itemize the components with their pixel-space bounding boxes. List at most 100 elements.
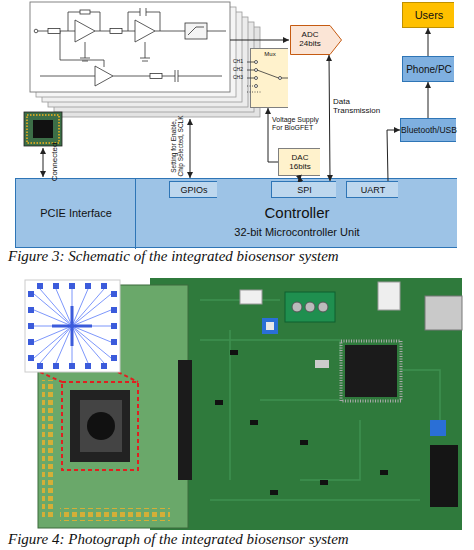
mux-switch [255, 85, 258, 88]
push-button [266, 322, 274, 330]
figure-caption: Figure 3: Schematic of the integrated bi… [8, 248, 339, 265]
highlight-leader [40, 372, 138, 382]
text-holder: PCIE Interface [16, 179, 136, 249]
usb-port [425, 296, 462, 330]
biosensor-chip [33, 120, 53, 138]
circuit-panel [30, 2, 230, 92]
amplifier-circuit [135, 20, 155, 42]
chip-socket [87, 412, 115, 440]
mux-switch [279, 77, 282, 80]
dac-converter: DAC 16bits [278, 148, 320, 176]
text-holder: ADC 24bits [292, 25, 328, 55]
smd-parts [215, 350, 388, 495]
node-title: SPI [297, 186, 312, 196]
port-box: SPI [271, 181, 336, 198]
adc-converter: ADC 24bits [290, 25, 342, 55]
node-title: GPIOs [180, 186, 207, 196]
header-pins [42, 380, 55, 520]
terminal-block [285, 292, 335, 322]
push-button [262, 318, 278, 334]
signal-connector [428, 82, 429, 118]
connector-label: Voltage Supply For BioGFET [272, 116, 328, 131]
biosensor-chip [27, 115, 59, 143]
white-connector [378, 282, 400, 310]
push-button [430, 420, 446, 436]
channel-wires [247, 86, 262, 92]
board-traces [200, 300, 440, 500]
channel-label: CH1 [233, 59, 243, 65]
pentagon-outline [291, 26, 342, 55]
node-title: Phone/PC [406, 65, 452, 76]
signal-connector [428, 28, 429, 56]
mux-switch [255, 77, 258, 80]
signal-wire [230, 40, 289, 41]
node-title: Users [415, 10, 444, 22]
amplifier-circuit [80, 10, 90, 14]
pin-header [430, 445, 458, 507]
device-box: Phone/PC [402, 56, 454, 82]
text-holder: UART [347, 182, 399, 199]
text-holder: Phone/PC [403, 57, 455, 83]
channel-wires [247, 62, 262, 92]
amplifier-circuit [150, 74, 162, 79]
connection-wire [43, 148, 44, 177]
node-title: Bluetooth/USB [401, 126, 457, 135]
figure-caption: Figure 4: Photograph of the integrated b… [8, 531, 349, 548]
signal-connector [387, 130, 400, 181]
text-holder: Bluetooth/USB [401, 119, 457, 143]
node-title: ADC 24bits [292, 31, 328, 48]
channel-wires [247, 62, 255, 78]
chip-layout-inset [25, 280, 120, 372]
mux-switch [255, 61, 289, 88]
amplifier-circuit [38, 8, 226, 82]
terminal-screw [305, 302, 315, 312]
amplifier-stack [30, 2, 260, 117]
channel-label: CH3 [233, 75, 243, 81]
node-title: PCIE Interface [40, 208, 112, 220]
connector-label: Data Transmission [333, 98, 377, 116]
control-wire [190, 119, 191, 178]
wireless-box: Bluetooth/USB [400, 118, 456, 142]
signal-connector [268, 108, 278, 162]
text-holder: GPIOs [170, 182, 218, 199]
amplifier-circuit [34, 29, 38, 33]
terminal-screw [318, 302, 328, 312]
controller-box: Controller 32-bit Microcontroller Unit PCI… [15, 178, 457, 248]
highlight-frame [62, 382, 138, 470]
mux-switch [255, 69, 258, 72]
channel-label: CH2 [233, 67, 243, 73]
multiplexer-box: Mux [250, 48, 288, 108]
layout-pads [28, 283, 117, 369]
chip-socket [70, 390, 130, 462]
chip-layout-inset [25, 280, 120, 372]
text-holder: Controller 32-bit Microcontroller Unit [136, 199, 458, 245]
amplifier-circuit [185, 23, 207, 39]
chip-socket [80, 400, 122, 452]
signal-connector [329, 55, 330, 181]
connection-label: Connected [51, 143, 60, 182]
mux-switch [255, 61, 258, 64]
biosensor-chip [24, 112, 62, 146]
port-box: GPIOs [169, 181, 217, 198]
header-pins [60, 508, 170, 521]
control-signal-label: Setting for Enable, Chip Selected, SCLK [170, 113, 184, 179]
text-holder: Users [403, 3, 455, 29]
layout-traces [34, 289, 111, 363]
amplifier-circuit [34, 8, 226, 86]
amplifier-circuit [110, 29, 122, 34]
white-connector [240, 290, 262, 304]
port-box: UART [346, 181, 398, 198]
amplifier-circuit [188, 27, 204, 35]
node-subtitle: 32-bit Microcontroller Unit [234, 227, 359, 239]
node-title: Mux [264, 51, 275, 57]
layout-electrodes [52, 306, 92, 346]
signal-connector [299, 176, 300, 181]
text-holder: DAC 16bits [281, 149, 319, 177]
node-title: Controller [264, 205, 329, 221]
